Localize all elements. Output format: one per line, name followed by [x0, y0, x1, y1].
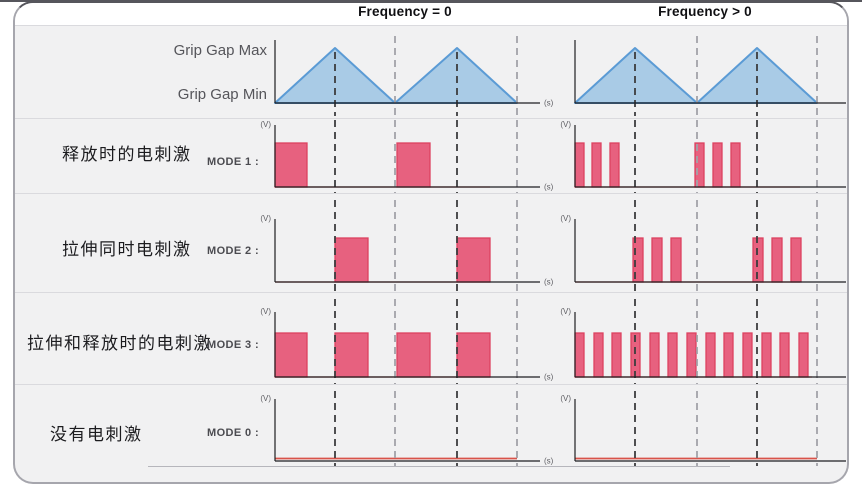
row-separator [15, 292, 847, 293]
mode-0-label: MODE 0 : [207, 427, 260, 439]
row-label-no-stimulation: 没有电刺激 [50, 425, 143, 445]
row-label-release-stimulation: 释放时的电刺激 [62, 145, 192, 165]
column-title-frequency-positive: Frequency > 0 [658, 4, 752, 19]
row-separator [15, 193, 847, 194]
title-strip [15, 3, 847, 26]
bottom-partial-rule [148, 466, 730, 467]
row-label-stretch-and-release-stimulation: 拉伸和释放时的电刺激 [27, 334, 212, 354]
row-label-stretch-stimulation: 拉伸同时电刺激 [62, 240, 192, 260]
row-separator [15, 118, 847, 119]
mode-1-label: MODE 1 : [207, 156, 260, 168]
mode-3-label: MODE 3 : [207, 339, 260, 351]
row-separator [15, 384, 847, 385]
column-title-frequency-zero: Frequency = 0 [358, 4, 452, 19]
grip-gap-min-label: Grip Gap Min [177, 86, 267, 103]
grip-gap-max-label: Grip Gap Max [173, 42, 267, 59]
mode-2-label: MODE 2 : [207, 245, 260, 257]
